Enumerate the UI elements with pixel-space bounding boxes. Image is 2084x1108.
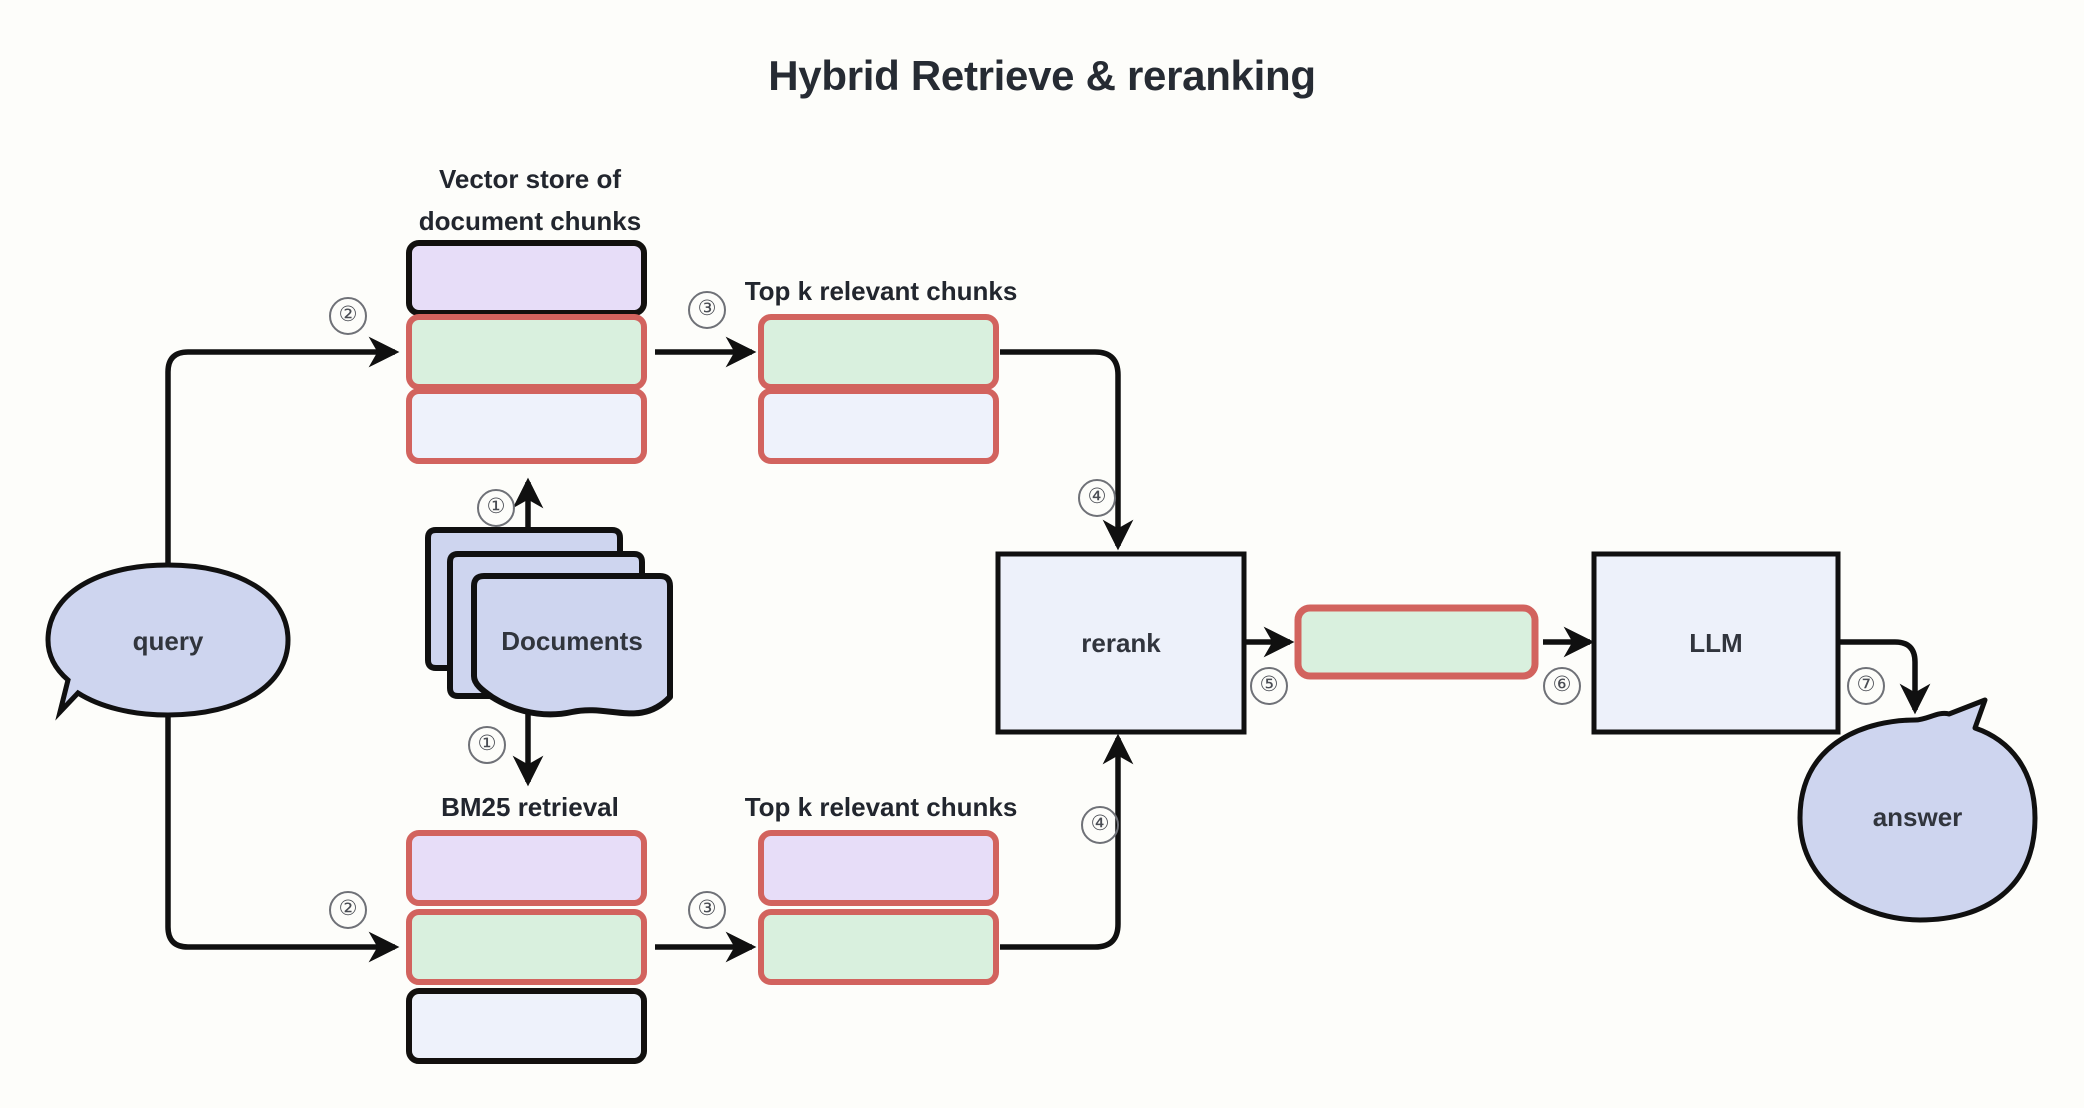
topk-bottom-chunks — [758, 830, 999, 985]
vector-store-chunks — [406, 240, 647, 464]
bm25-chunk-2[interactable] — [406, 909, 647, 985]
step-marker-3-top: ③ — [688, 291, 726, 329]
vector-store-chunk-1[interactable] — [406, 240, 647, 316]
step-marker-2-top: ② — [329, 297, 367, 335]
bm25-chunk-3[interactable] — [406, 988, 647, 1064]
step-marker-3-bottom: ③ — [688, 891, 726, 929]
step-marker-1-down: ① — [468, 726, 506, 764]
step-marker-1-up: ① — [477, 489, 515, 527]
bm25-chunk-1[interactable] — [406, 830, 647, 906]
topk-top-chunk-1[interactable] — [758, 314, 999, 390]
edge-query-to-bm25 — [165, 660, 400, 963]
query-bubble-shape[interactable] — [45, 562, 291, 721]
topk-bottom-chunk-1[interactable] — [758, 830, 999, 906]
step-marker-5: ⑤ — [1250, 667, 1288, 705]
step-marker-4-bottom: ④ — [1081, 806, 1119, 844]
vector-store-title-line1: Vector store of — [438, 164, 622, 194]
reranked-chunk[interactable] — [1294, 604, 1539, 680]
step-marker-2-bottom: ② — [329, 891, 367, 929]
topk-bottom-chunk-2[interactable] — [758, 909, 999, 985]
step-marker-7: ⑦ — [1847, 667, 1885, 705]
connector-group — [165, 336, 1931, 963]
edge-topk-bottom-to-rerank — [1000, 733, 1134, 950]
answer-bubble-shape[interactable] — [1797, 697, 2038, 923]
bm25-chunks — [406, 830, 647, 1064]
topk-top-chunks — [758, 314, 999, 464]
documents-label: Documents — [501, 626, 643, 656]
step-marker-6: ⑥ — [1543, 667, 1581, 705]
vector-store-chunk-3[interactable] — [406, 388, 647, 464]
edge-query-to-vector-store — [165, 336, 400, 640]
vector-store-chunk-2[interactable] — [406, 314, 647, 390]
step-marker-4-top: ④ — [1078, 479, 1116, 517]
rerank-label: rerank — [1081, 628, 1161, 658]
vector-store-title-line2: document chunks — [418, 206, 642, 236]
rerank-box-shape[interactable] — [995, 551, 1247, 735]
llm-label: LLM — [1689, 628, 1743, 658]
edge-llm-to-answer — [1838, 639, 1931, 715]
page-title: Hybrid Retrieve & reranking — [768, 52, 1316, 99]
topk-top-chunk-2[interactable] — [758, 388, 999, 464]
answer-label: answer — [1872, 802, 1963, 832]
documents-stack-shape[interactable] — [425, 527, 673, 718]
topk-top-title: Top k relevant chunks — [744, 276, 1018, 306]
topk-bottom-title: Top k relevant chunks — [744, 792, 1018, 822]
query-label: query — [132, 626, 204, 656]
bm25-title: BM25 retrieval — [441, 792, 619, 822]
edge-topk-top-to-rerank — [1000, 349, 1134, 551]
llm-box-shape[interactable] — [1591, 551, 1841, 735]
